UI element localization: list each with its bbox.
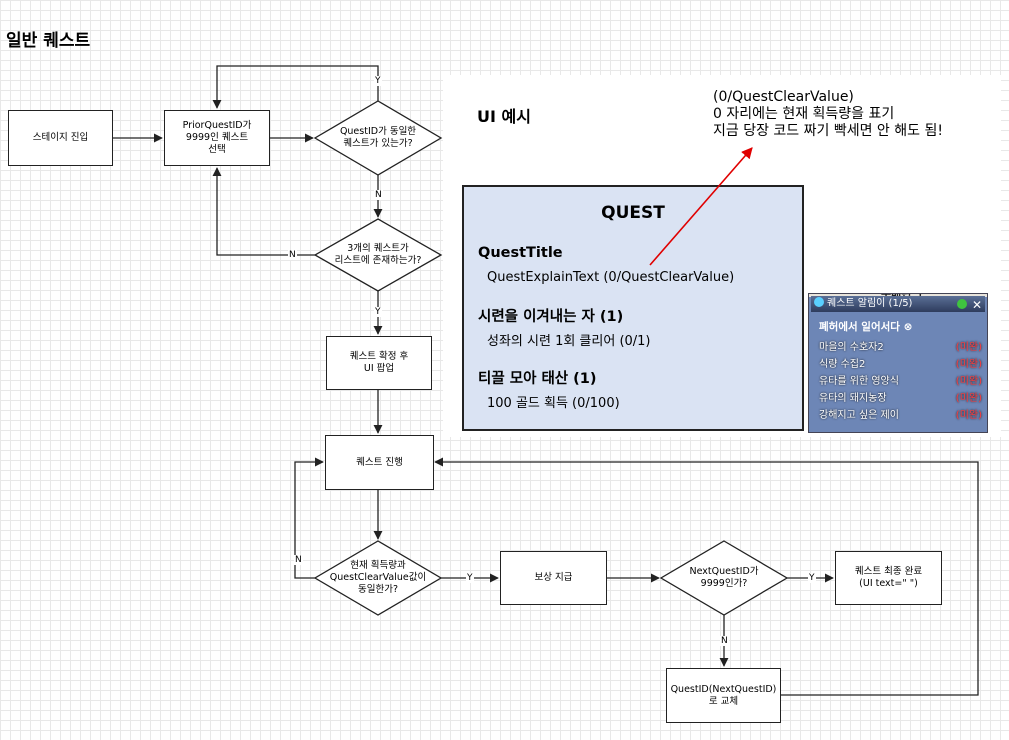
game-titlebar[interactable]: 퀘스트 알림이 (1/5) ✕ xyxy=(811,296,985,312)
quest-item-title: 티끌 모아 태산 (1) xyxy=(478,371,597,387)
edge-label-no: N xyxy=(288,250,297,260)
quest-icon xyxy=(814,297,824,307)
edge-label-yes: Y xyxy=(808,573,816,583)
game-quest-row: 식량 수집2(미완) xyxy=(819,355,984,370)
game-quest-row: 강해지고 싶은 제이(미완) xyxy=(819,406,984,421)
quest-item-desc: QuestExplainText (0/QuestClearValue) xyxy=(487,270,735,285)
reward-box: 보상 지급 xyxy=(500,551,607,605)
minimize-icon[interactable] xyxy=(957,299,967,309)
quest-item-title: QuestTitle xyxy=(478,245,563,261)
page-title: 일반 퀘스트 xyxy=(6,31,91,51)
enter-stage-box: 스테이지 진입 xyxy=(8,110,113,166)
game-titlebar-text: 퀘스트 알림이 (1/5) xyxy=(827,298,913,309)
quest-ui-box: QUEST QuestTitle QuestExplainText (0/Que… xyxy=(462,185,804,431)
amount-check-text: 현재 획득량과 QuestClearValue값이 동일한가? xyxy=(329,560,427,595)
quest-item-desc: 성좌의 시련 1회 클리어 (0/1) xyxy=(487,334,651,349)
status-badge: (미완) xyxy=(955,342,982,353)
quest-item-desc: 100 골드 획득 (0/100) xyxy=(487,396,620,411)
final-complete-box: 퀘스트 최종 완료 (UI text=" ") xyxy=(835,551,942,605)
ui-example-note: (0/QuestClearValue) 0 자리에는 현재 획득량을 표기 지금… xyxy=(713,89,943,139)
next-check-text: NextQuestID가 9999인가? xyxy=(689,566,759,589)
decision-amount-check xyxy=(313,540,443,616)
status-badge: (미완) xyxy=(955,393,982,404)
close-icon[interactable]: ✕ xyxy=(971,298,982,312)
ui-example-heading: UI 예시 xyxy=(477,107,531,126)
game-quest-notifier-window: 주배된 오 퀘스트 알림이 (1/5) ✕ 폐허에서 일어서다 ⊗ 마을의 수호… xyxy=(808,293,988,433)
edge-label-yes: Y xyxy=(374,307,382,317)
game-quest-row: 마을의 수호자2(미완) xyxy=(819,338,984,353)
three-quests-text: 3개의 퀘스트가 리스트에 존재하는가? xyxy=(334,243,422,266)
status-badge: (미완) xyxy=(955,410,982,421)
status-badge: (미완) xyxy=(955,359,982,370)
replace-quest-box: QuestID(NextQuestID) 로 교체 xyxy=(666,668,781,723)
edge-label-yes: Y xyxy=(374,76,382,86)
game-quest-row: 유타의 돼지농장(미완) xyxy=(819,389,984,404)
quest-progress-box: 퀘스트 진행 xyxy=(325,435,434,490)
edge-label-yes: Y xyxy=(466,573,474,583)
ui-example-panel: UI 예시 (0/QuestClearValue) 0 자리에는 현재 획득량을… xyxy=(443,75,1001,437)
status-badge: (미완) xyxy=(955,376,982,387)
edge-label-no: N xyxy=(720,636,729,646)
quest-item-title: 시련을 이겨내는 자 (1) xyxy=(478,309,624,325)
collapse-icon[interactable]: ⊗ xyxy=(903,321,913,333)
same-quest-text: QuestID가 동일한 퀘스트가 있는가? xyxy=(339,126,417,149)
game-quest-row: 유타를 위한 영양식(미완) xyxy=(819,372,984,387)
confirm-popup-box: 퀘스트 확정 후 UI 팝업 xyxy=(326,336,432,390)
edge-label-no: N xyxy=(294,555,303,565)
edge-label-no: N xyxy=(374,190,383,200)
game-quest-heading: 폐허에서 일어서다 ⊗ xyxy=(819,321,913,333)
select-quest-box: PriorQuestID가 9999인 퀘스트 선택 xyxy=(164,110,270,166)
quest-header: QUEST xyxy=(601,203,665,223)
